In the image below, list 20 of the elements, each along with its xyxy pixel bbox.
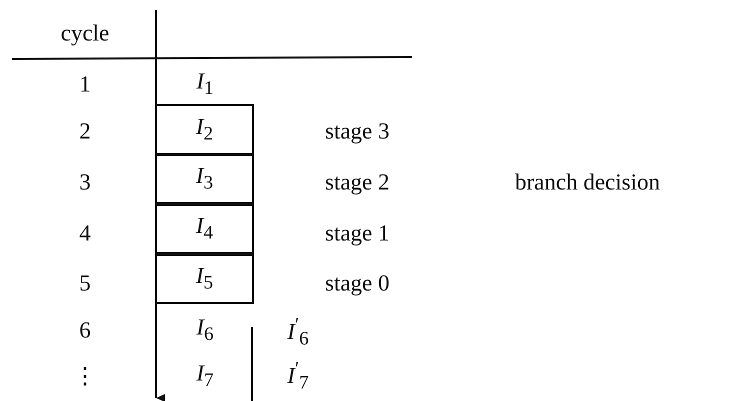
pipeline-stage-box: I$_{5}$ [155,254,254,304]
instruction-label: I$_{7}$ [196,362,214,390]
pipeline-stage-box: I$_{3}$ [155,154,254,204]
cycle-number: 2 [79,120,91,142]
cycle-number: 1 [79,72,91,96]
ellipsis-mark: ⋮ [74,364,96,388]
instruction-label: I$_{6}$ [196,316,214,344]
stage-label: stage 0 [325,272,390,294]
pipeline-stage-box: I$_{4}$ [155,204,254,254]
stage-label: stage 1 [325,222,390,244]
column-header: cycle [60,22,110,44]
pipeline-stage-box: I$_{2}$ [155,104,254,155]
cycle-number: 5 [79,272,91,294]
cycle-number: 6 [79,318,91,342]
stage-label: stage 3 [325,120,390,142]
instruction-label: I$_{1}$ [196,70,214,98]
cycle-number: 3 [79,170,91,194]
cycle-number: 4 [79,222,91,244]
decision-note: branch decision [515,170,660,194]
stage-label: stage 2 [325,170,390,194]
